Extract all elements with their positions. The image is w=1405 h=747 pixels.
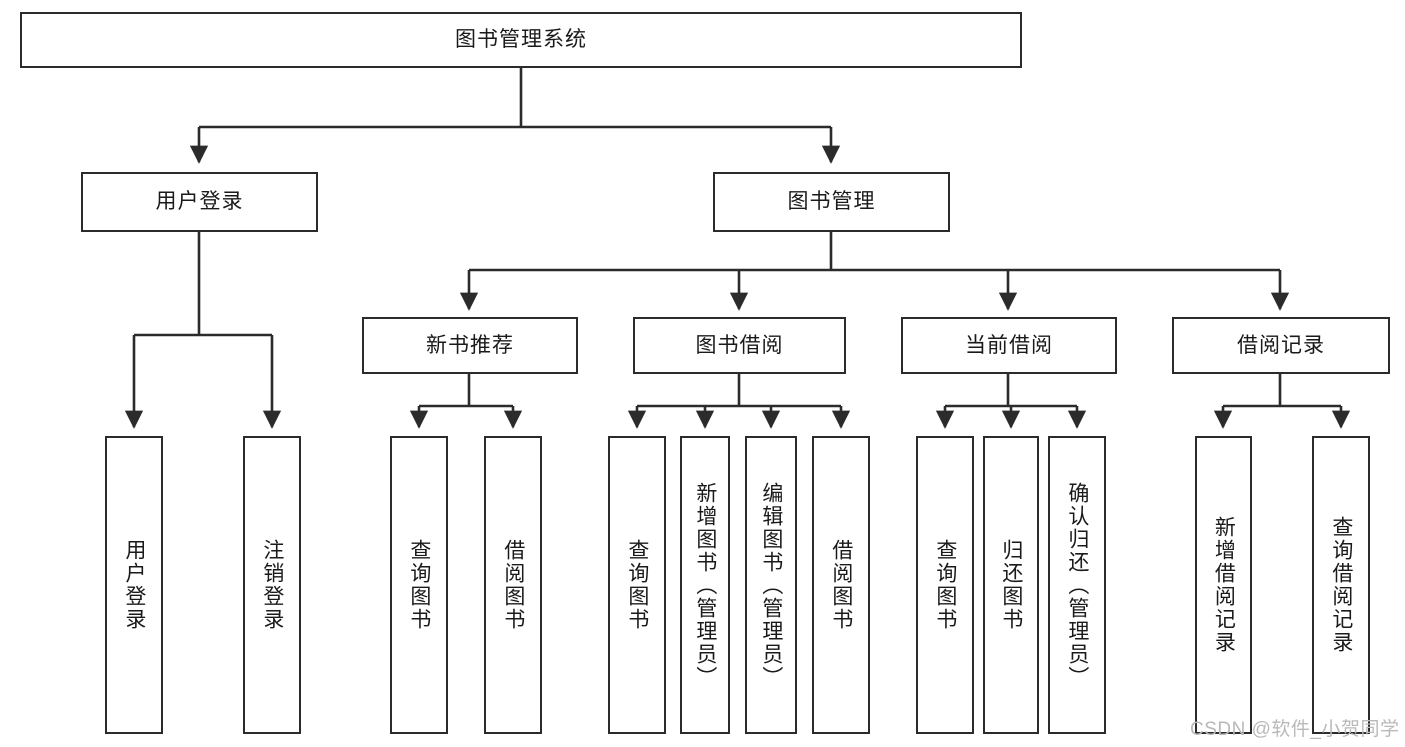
leaf-edit-book-admin[interactable]: 编辑图书（管理员） xyxy=(745,436,797,734)
leaf-user-login-label: 用户登录 xyxy=(122,539,146,631)
leaf-logout-login[interactable]: 注销登录 xyxy=(243,436,301,734)
node-book-borrow[interactable]: 图书借阅 xyxy=(633,317,846,374)
node-borrow-record[interactable]: 借阅记录 xyxy=(1172,317,1390,374)
leaf-query-book-borrow[interactable]: 查询图书 xyxy=(608,436,666,734)
leaf-logout-login-label: 注销登录 xyxy=(260,539,284,631)
leaf-edit-book-admin-label: 编辑图书（管理员） xyxy=(759,481,783,689)
node-new-book-recommend[interactable]: 新书推荐 xyxy=(362,317,578,374)
node-current-borrow[interactable]: 当前借阅 xyxy=(901,317,1117,374)
leaf-borrow-book-newrec-label: 借阅图书 xyxy=(501,539,525,631)
leaf-borrow-book-borrow-label: 借阅图书 xyxy=(829,539,853,631)
leaf-add-borrow-record-label: 新增借阅记录 xyxy=(1212,516,1236,654)
leaf-query-book-newrec-label: 查询图书 xyxy=(407,539,431,631)
node-root[interactable]: 图书管理系统 xyxy=(20,12,1022,68)
node-borrow-record-label: 借阅记录 xyxy=(1237,333,1325,357)
leaf-query-book-newrec[interactable]: 查询图书 xyxy=(390,436,448,734)
leaf-add-book-admin[interactable]: 新增图书（管理员） xyxy=(680,436,730,734)
leaf-borrow-book-newrec[interactable]: 借阅图书 xyxy=(484,436,542,734)
leaf-query-borrow-record[interactable]: 查询借阅记录 xyxy=(1312,436,1370,734)
leaf-query-borrow-record-label: 查询借阅记录 xyxy=(1329,516,1353,654)
leaf-borrow-book-borrow[interactable]: 借阅图书 xyxy=(812,436,870,734)
node-current-borrow-label: 当前借阅 xyxy=(965,333,1053,357)
node-new-book-recommend-label: 新书推荐 xyxy=(426,333,514,357)
node-user-login[interactable]: 用户登录 xyxy=(81,172,318,232)
leaf-confirm-return-admin-label: 确认归还（管理员） xyxy=(1065,481,1089,689)
csdn-watermark: CSDN @软件_小贺同学 xyxy=(1190,719,1400,740)
node-book-manage[interactable]: 图书管理 xyxy=(713,172,950,232)
leaf-return-book[interactable]: 归还图书 xyxy=(983,436,1039,734)
node-book-borrow-label: 图书借阅 xyxy=(695,333,784,357)
node-book-manage-label: 图书管理 xyxy=(787,190,876,214)
leaf-query-book-current-label: 查询图书 xyxy=(933,539,957,631)
leaf-confirm-return-admin[interactable]: 确认归还（管理员） xyxy=(1048,436,1106,734)
leaf-return-book-label: 归还图书 xyxy=(999,539,1023,631)
node-user-login-label: 用户登录 xyxy=(155,190,244,214)
leaf-query-book-current[interactable]: 查询图书 xyxy=(916,436,974,734)
node-root-label: 图书管理系统 xyxy=(455,28,587,52)
leaf-query-book-borrow-label: 查询图书 xyxy=(625,539,649,631)
leaf-add-book-admin-label: 新增图书（管理员） xyxy=(693,481,717,689)
leaf-user-login[interactable]: 用户登录 xyxy=(105,436,163,734)
leaf-add-borrow-record[interactable]: 新增借阅记录 xyxy=(1195,436,1252,734)
